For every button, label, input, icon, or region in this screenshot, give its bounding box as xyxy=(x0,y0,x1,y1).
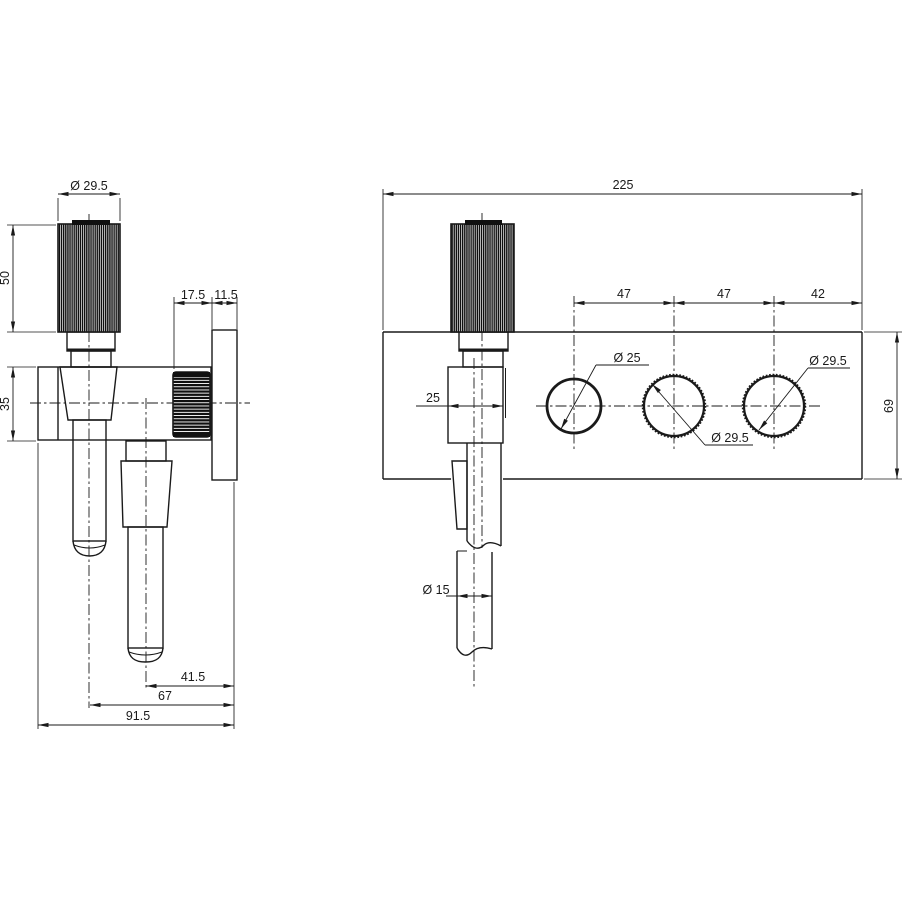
front-spout-profile xyxy=(451,460,468,530)
side-cartridge-sleeve xyxy=(59,366,118,421)
side-wall-plate xyxy=(211,329,238,481)
label-handle-to-wall: 67 xyxy=(158,689,172,703)
label-total-depth: 91.5 xyxy=(126,709,150,723)
front-knob-knurled xyxy=(450,223,515,333)
side-handle-tube-cap xyxy=(72,540,107,557)
side-wheel-knurled xyxy=(172,371,211,438)
front-view xyxy=(382,220,863,656)
side-view xyxy=(37,220,238,663)
side-handle-tube-cap-seam xyxy=(73,544,106,549)
label-body-height: 35 xyxy=(0,397,12,411)
label-knob-to-plate: 17.5 xyxy=(181,288,205,302)
label-knob-height: 50 xyxy=(0,271,12,285)
label-hole2-diameter: Ø 29.5 xyxy=(711,431,749,445)
front-hole1-circle xyxy=(545,377,603,435)
label-hole-spacing-2: 47 xyxy=(717,287,731,301)
front-knob-cap xyxy=(465,220,502,225)
extension-lines xyxy=(7,189,902,729)
side-spout-tube-cap-seam xyxy=(128,651,163,656)
front-hole2-knurl-ring xyxy=(641,373,707,439)
label-pipe-diameter: Ø 15 xyxy=(422,583,449,597)
label-hole3-diameter: Ø 29.5 xyxy=(809,354,847,368)
label-spout-to-wall: 41.5 xyxy=(181,670,205,684)
front-pipe-break-line xyxy=(456,646,493,656)
dimension-arrows xyxy=(10,191,900,728)
label-knob-diameter: Ø 29.5 xyxy=(70,179,108,193)
front-hole2-circle xyxy=(642,374,706,438)
leader-hole1 xyxy=(560,364,597,430)
label-hole-spacing-1: 47 xyxy=(617,287,631,301)
side-spout-tube-cap xyxy=(127,647,164,663)
side-handle-tube xyxy=(72,419,107,542)
leader-hole2 xyxy=(651,383,706,446)
leader-hole3 xyxy=(758,367,809,431)
front-hole3-knurl-ring xyxy=(741,373,807,439)
front-tube-break-line xyxy=(466,540,502,549)
centerlines xyxy=(30,213,820,708)
side-wheel-top-band xyxy=(173,372,210,377)
label-hole1-diameter: Ø 25 xyxy=(613,351,640,365)
dimension-labels: Ø 29.5 50 35 17.5 11.5 41.5 67 91.5 225 … xyxy=(0,178,896,723)
label-plate-width: 225 xyxy=(613,178,634,192)
label-cartridge-width: 25 xyxy=(426,391,440,405)
label-plate-depth: 11.5 xyxy=(214,288,237,302)
side-knob-cap xyxy=(72,220,110,225)
side-wheel-bottom-band xyxy=(173,432,210,437)
label-plate-height: 69 xyxy=(882,399,896,413)
side-valve-body xyxy=(37,366,212,441)
label-hole-edge-spacing: 42 xyxy=(811,287,825,301)
side-spout-tube xyxy=(127,526,164,649)
side-spout-cup xyxy=(120,460,173,528)
side-knob-knurled xyxy=(57,223,121,333)
front-hole3-circle xyxy=(742,374,806,438)
front-cartridge-sleeve xyxy=(447,366,504,444)
